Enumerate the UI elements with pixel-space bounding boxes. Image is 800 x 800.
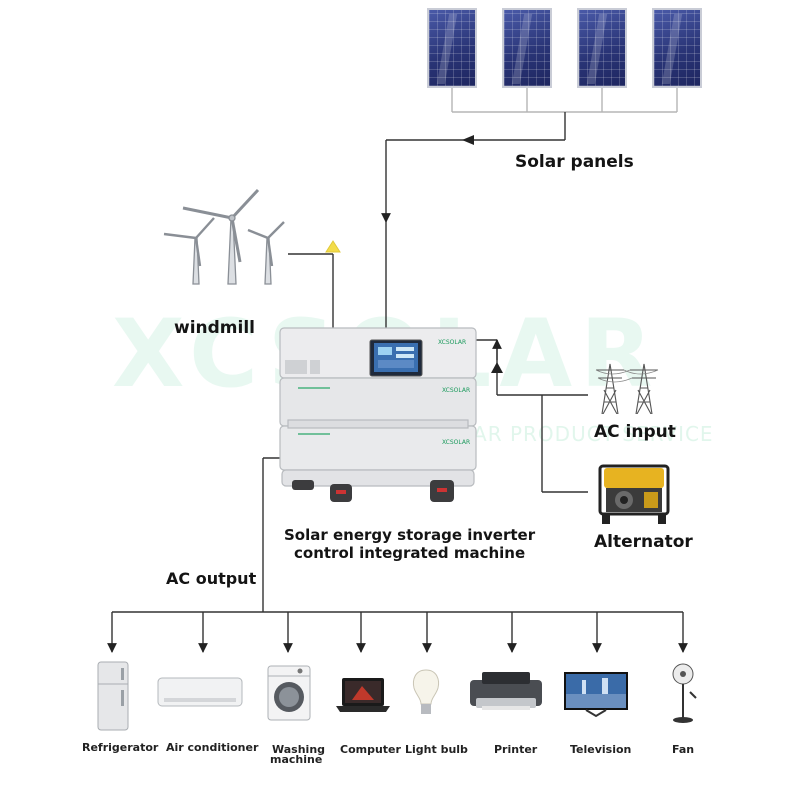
alternator-label: Alternator	[594, 532, 693, 552]
generator-icon	[598, 464, 670, 524]
appliance-label-light-bulb: Light bulb	[405, 743, 468, 756]
machine-label-line2: control integrated machine	[294, 544, 526, 562]
appliance-label-washing-line2: machine	[270, 753, 323, 766]
windmill-label: windmill	[174, 318, 255, 338]
windmill-icon	[163, 188, 285, 285]
inverter-machine: XCSOLAR XCSOLAR XCSOLAR	[279, 327, 477, 502]
television-icon	[564, 672, 628, 718]
ac-input-arrow-icon	[491, 362, 503, 373]
light-bulb-icon	[412, 669, 440, 714]
appliance-label-air-conditioner: Air conditioner	[166, 741, 259, 754]
solar-panels-label: Solar panels	[515, 152, 634, 172]
solar-panel-4	[652, 8, 702, 88]
ac-input-label: AC input	[594, 422, 676, 442]
windmill-arrow-icon	[325, 240, 341, 253]
printer-icon	[470, 672, 542, 710]
computer-icon	[336, 678, 390, 712]
appliance-label-washing-line1: Washing	[272, 743, 326, 756]
machine-brand-3: XCSOLAR	[442, 439, 470, 446]
appliance-label-television: Television	[570, 743, 632, 756]
power-tower-icon	[595, 363, 659, 414]
washing-machine-icon	[267, 665, 311, 721]
ac-output-label: AC output	[166, 569, 257, 588]
machine-brand-2: XCSOLAR	[442, 387, 470, 394]
machine-brand-1: XCSOLAR	[438, 339, 466, 346]
watermark-tagline: SOLAR PRODUCT SERVICE	[430, 422, 714, 446]
refrigerator-icon	[97, 661, 129, 731]
machine-label-line1: Solar energy storage inverter	[284, 526, 536, 544]
air-conditioner-icon	[157, 677, 243, 707]
solar-panel-3	[577, 8, 627, 88]
appliance-label-fan: Fan	[672, 743, 695, 756]
solar-arrow-icon	[462, 135, 474, 145]
appliance-label-printer: Printer	[494, 743, 538, 756]
solar-panel-1	[427, 8, 477, 88]
solar-panel-2	[502, 8, 552, 88]
appliance-label-computer: Computer	[340, 743, 401, 756]
fan-icon	[672, 663, 697, 723]
appliance-label-refrigerator: Refrigerator	[82, 741, 159, 754]
